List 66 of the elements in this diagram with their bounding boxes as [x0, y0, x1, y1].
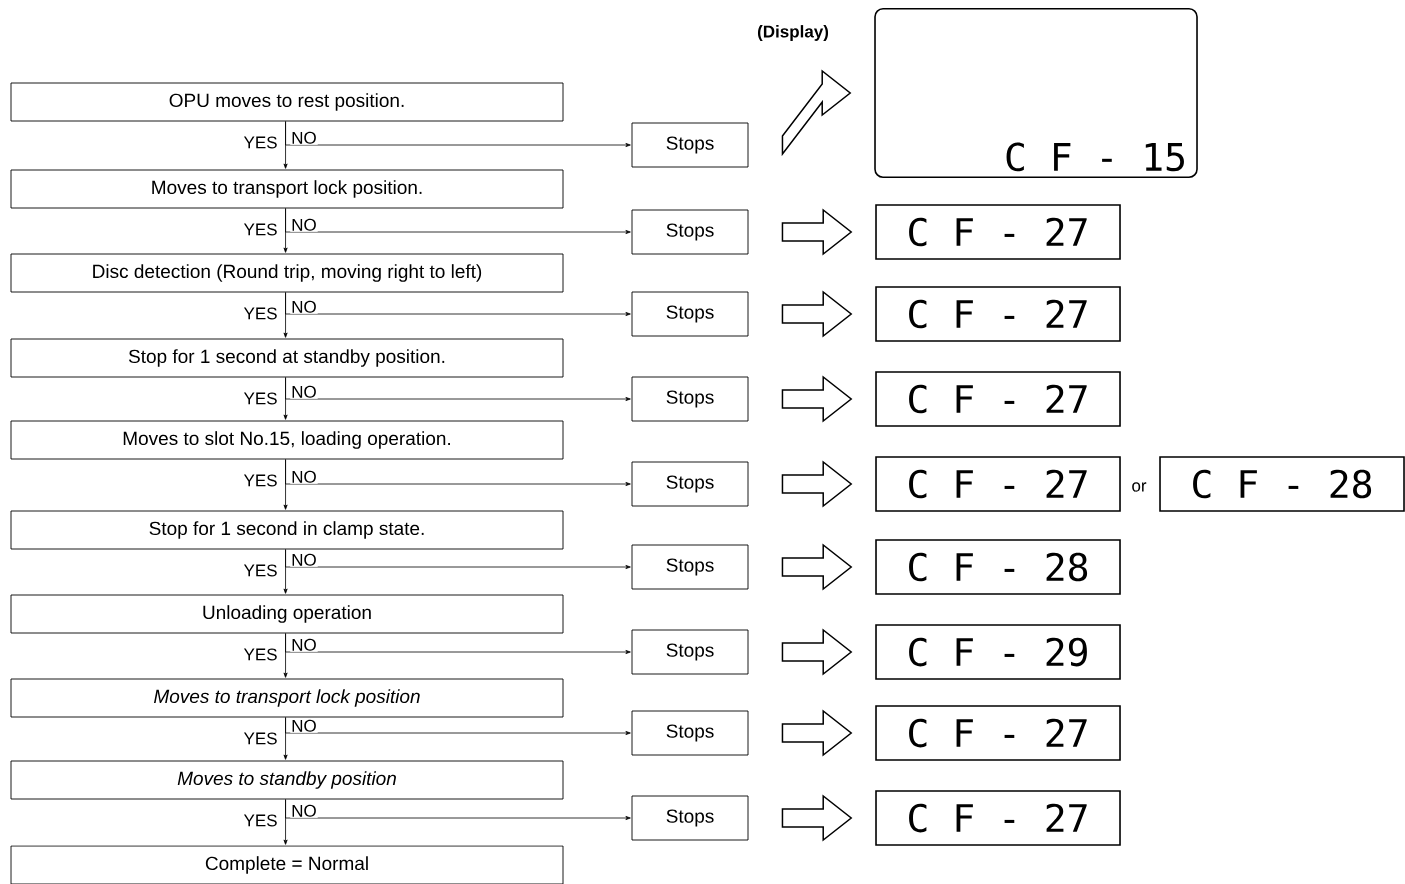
edge-label: NO	[290, 718, 318, 733]
display-panel: C F - 27	[875, 204, 1121, 260]
display-panel: C F - 28	[875, 539, 1121, 595]
stop-box: Stops	[631, 710, 749, 756]
edge-label: NO	[290, 637, 318, 652]
block-arrow	[781, 290, 853, 338]
process-box: Complete = Normal	[10, 845, 564, 884]
process-box: Disc detection (Round trip, moving right to left)	[10, 253, 564, 293]
process-box: Moves to slot No.15, loading operation.	[10, 420, 564, 460]
edge-label: YES	[242, 563, 279, 578]
stop-box: Stops	[631, 795, 749, 841]
block-arrow	[781, 709, 853, 757]
arrow	[285, 459, 631, 486]
block-arrow	[781, 794, 853, 842]
arrow	[285, 549, 631, 569]
arrow	[285, 717, 631, 735]
edge-label: NO	[290, 217, 318, 232]
process-box: Stop for 1 second at standby position.	[10, 338, 564, 378]
edge-label: NO	[290, 299, 318, 314]
edge-label: YES	[242, 731, 279, 746]
arrow	[285, 799, 631, 820]
stop-box: Stops	[631, 122, 749, 168]
process-box: Moves to standby position	[10, 760, 564, 800]
arrow	[285, 292, 631, 316]
display-panel: C F - 28	[1159, 456, 1405, 512]
arrow	[285, 633, 631, 654]
edge-label: YES	[242, 391, 279, 406]
arrow	[285, 377, 631, 401]
display-panel: C F - 27	[875, 456, 1121, 512]
arrow	[285, 208, 631, 234]
display-panel: C F - 27	[875, 286, 1121, 342]
stop-box: Stops	[631, 544, 749, 590]
display-panel: C F - 27	[875, 371, 1121, 427]
stop-box: Stops	[631, 461, 749, 507]
block-arrow	[781, 628, 853, 676]
block-arrow	[781, 375, 853, 423]
edge-label: YES	[242, 135, 279, 150]
edge-label: NO	[290, 130, 318, 145]
edge-label: NO	[290, 552, 318, 567]
process-box: Stop for 1 second in clamp state.	[10, 510, 564, 550]
edge-label: YES	[242, 813, 279, 828]
block-arrow	[781, 208, 853, 256]
arrow	[285, 121, 631, 147]
process-box: OPU moves to rest position.	[10, 82, 564, 122]
stop-box: Stops	[631, 209, 749, 255]
process-box: Unloading operation	[10, 594, 564, 634]
stop-box: Stops	[631, 629, 749, 675]
display-caption: (Display)	[757, 25, 829, 41]
display-panel: C F - 29	[875, 624, 1121, 680]
edge-label: YES	[242, 647, 279, 662]
label: or	[1132, 482, 1147, 492]
edge-label: YES	[242, 306, 279, 321]
block-arrow	[781, 543, 853, 591]
edge-label: NO	[290, 469, 318, 484]
edge-label: YES	[242, 473, 279, 488]
display-screen: C F - 15	[874, 7, 1198, 179]
display-panel: C F - 27	[875, 790, 1121, 846]
stop-box: Stops	[631, 291, 749, 337]
stop-box: Stops	[631, 376, 749, 422]
edge-label: NO	[290, 803, 318, 818]
edge-label: NO	[290, 384, 318, 399]
display-panel: C F - 27	[875, 705, 1121, 761]
process-box: Moves to transport lock position	[10, 678, 564, 718]
block-arrow	[781, 460, 853, 508]
edge-label: YES	[242, 222, 279, 237]
process-box: Moves to transport lock position.	[10, 169, 564, 209]
